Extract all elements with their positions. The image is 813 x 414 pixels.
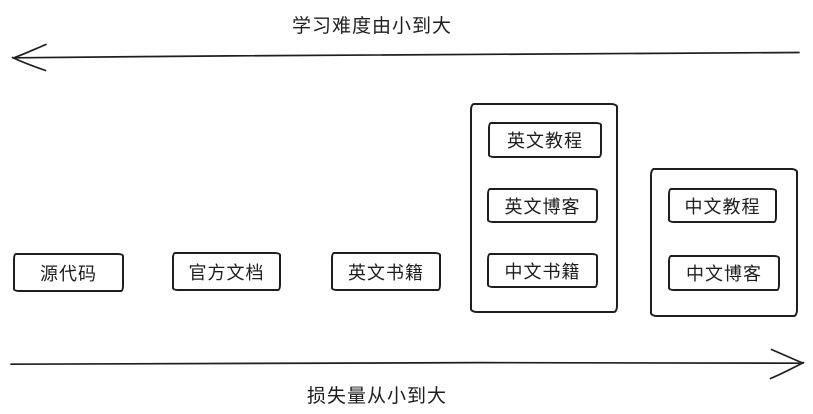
node-english-blogs: 英文博客	[487, 188, 598, 223]
node-english-books: 英文书籍	[331, 252, 441, 291]
node-chinese-tutorials: 中文教程	[668, 188, 777, 223]
loss-axis-label: 损失量从小到大	[307, 386, 448, 407]
node-english-tutorials: 英文教程	[488, 122, 602, 158]
node-source-code: 源代码	[13, 253, 124, 292]
node-chinese-blogs: 中文博客	[668, 255, 780, 291]
loss-arrow-right	[10, 348, 805, 380]
node-chinese-books: 中文书籍	[487, 253, 598, 288]
difficulty-arrow-left	[11, 43, 800, 72]
node-official-docs: 官方文档	[172, 252, 281, 291]
difficulty-axis-label: 学习难度由小到大	[292, 16, 453, 37]
